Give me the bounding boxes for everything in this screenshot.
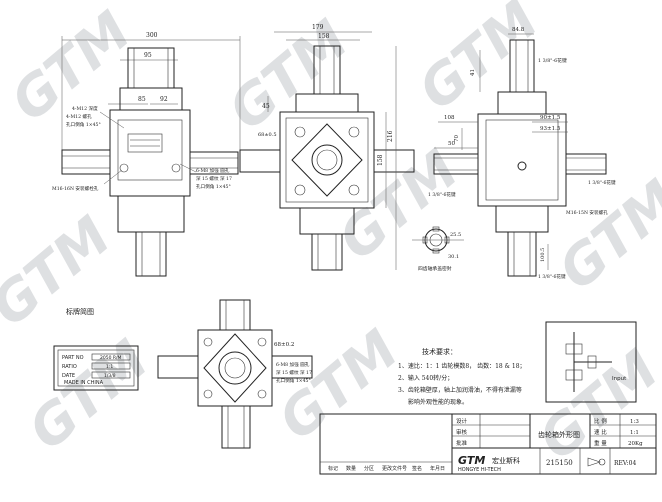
right-callout-2: 1 3/8"-6花键: [588, 179, 616, 186]
date-value: 1/3/8: [104, 373, 116, 379]
revision: REV:04: [614, 460, 636, 467]
front-view: 300 95 85 92 4-M12 深度 4-M: [52, 32, 241, 277]
watermark: GTM: [267, 318, 410, 452]
dim-side-width: 179: [312, 24, 324, 31]
design-label: 设计: [456, 417, 468, 425]
title-block: 设计 审核 批准 齿轮箱外形图 比 例 1:3 速 比 1:1 重 量 20Kg…: [319, 413, 657, 475]
bottom-callout-2: 深 15 螺纹 深 17: [276, 369, 312, 376]
spline-label: 四齿轴承盖密封: [418, 265, 452, 272]
bottom-callout-1: 6-M8 加强 圆孔: [276, 361, 310, 368]
dim-right-h: 70: [454, 135, 460, 142]
nameplate: 标牌简图 PART NO 2050 R/M RATIO 1:1 DATE 1/3…: [53, 307, 139, 391]
requirements-heading: 技术要求：: [422, 347, 457, 356]
dim-side-h3: 45: [262, 103, 270, 110]
dim-front-a: 85: [138, 96, 146, 103]
dim-right-top: 84.8: [512, 27, 525, 33]
dim-front-offset: 95: [144, 52, 152, 59]
gear-schematic: Input: [545, 321, 637, 403]
rev-col-5: 签名: [412, 465, 422, 472]
right-callout-bottom: 1 3/8"-6花键: [538, 273, 566, 280]
spline-detail: 30.1 25.5 四齿轴承盖密封: [412, 226, 464, 272]
ratio-label: RATIO: [62, 364, 77, 370]
front-callout-5: 6-M8 加强 圆孔: [196, 167, 230, 174]
schematic-input-label: Input: [612, 376, 627, 382]
requirement-2: 2、输入 540转/分；: [398, 374, 453, 382]
bottom-view: 68±0.2 6-M8 加强 圆孔 深 15 螺纹 深 17 孔口倒角 1×45…: [157, 299, 313, 449]
part-number: 215150: [546, 459, 573, 467]
front-callout-1: 4-M12 深度: [72, 105, 98, 112]
watermark: GTM: [407, 0, 550, 122]
dim-right-d2: 108: [444, 115, 455, 121]
front-callout-3: 孔口倒角 1×45°: [66, 121, 101, 128]
requirement-4: 影响外观性能的现象。: [408, 398, 468, 406]
dim-side-height: 158: [377, 154, 384, 166]
ratio-tb-value: 1:1: [630, 430, 639, 436]
made-in: MADE IN CHINA: [64, 380, 104, 386]
approve-label: 批准: [456, 439, 468, 447]
rev-col-2: 数量: [346, 465, 356, 472]
dim-right-hole: 25.5: [450, 232, 461, 238]
right-view: 84.8 41 1 3/8"-6花键 108 90±1.5 93±1.5 70 …: [428, 27, 616, 280]
dim-side-mount: 68±0.5: [258, 132, 277, 138]
check-label: 审核: [456, 428, 468, 436]
dim-side-w2: 158: [318, 33, 330, 40]
weight-label: 重 量: [594, 439, 607, 447]
spline-dim: 30.1: [448, 254, 459, 260]
rev-col-1: 标记: [328, 465, 338, 472]
dim-right-d6: 100.5: [540, 248, 546, 262]
watermark: GTM: [527, 338, 662, 472]
date-label: DATE: [62, 373, 75, 379]
technical-requirements: 技术要求： 1、速比：1：1 齿轮模数8， 齿数：18 & 18； 2、输入 5…: [398, 347, 526, 406]
company-logo: GTM: [458, 454, 485, 467]
scale-label: 比 例: [594, 417, 607, 425]
rev-col-6: 年月日: [430, 465, 445, 472]
front-callout-2: 4-M12 螺孔: [66, 113, 92, 120]
watermark: GTM: [217, 8, 360, 142]
partno-value: 2050 R/M: [100, 355, 122, 361]
dim-right-d5: 50: [448, 141, 455, 147]
right-callout-1: 1 3/8"-6花键: [538, 57, 567, 64]
drawing-title: 齿轮箱外形图: [538, 430, 580, 439]
watermark-layer: GTM GTM GTM GTM GTM GTM GTM GTM GTM: [0, 0, 662, 472]
ratio-tb-label: 速 比: [594, 428, 607, 436]
right-callout-4: 1 3/8"-6花键: [428, 191, 456, 198]
scale-value: 1:3: [630, 419, 639, 425]
watermark: GTM: [547, 168, 662, 302]
company-name-cn: 宏业斯科: [492, 456, 520, 465]
watermark: GTM: [0, 0, 142, 134]
side-view: 179 158 158 216 45 68±0.5: [239, 24, 415, 271]
nameplate-heading: 标牌简图: [66, 307, 94, 316]
front-callout-6: 深 15 螺纹 深 17: [196, 175, 232, 182]
weight-value: 20Kg: [628, 441, 643, 447]
dim-side-h2: 216: [387, 130, 394, 142]
partno-label: PART NO: [62, 355, 84, 361]
dim-bottom-mount: 68±0.2: [274, 342, 294, 348]
dim-right-d1: 41: [470, 69, 476, 76]
company-name-en: HONGYE HI-TECH: [458, 467, 501, 473]
rev-col-4: 更改文件号: [382, 465, 407, 472]
dim-front-b: 92: [160, 96, 168, 103]
watermark: GTM: [17, 328, 160, 462]
right-callout-3: M16-15N 安装螺孔: [566, 209, 608, 216]
ratio-value: 1:1: [106, 364, 113, 370]
dim-right-d3: 90±1.5: [540, 115, 561, 121]
requirement-3: 3、齿轮箱壁厚，轴上加润滑油，不得有泄漏等: [398, 386, 522, 394]
requirement-1: 1、速比：1：1 齿轮模数8， 齿数：18 & 18；: [398, 362, 526, 370]
bottom-callout-3: 孔口倒角 1×45°: [276, 377, 311, 384]
rev-col-3: 分区: [364, 465, 374, 472]
dim-right-d4: 93±1.5: [540, 126, 561, 132]
watermark: GTM: [0, 204, 122, 338]
dim-front-width: 300: [146, 32, 158, 39]
front-callout-7: 孔口倒角 1×45°: [196, 183, 231, 190]
front-callout-4: M16-16N 安装螺栓孔: [52, 185, 99, 192]
